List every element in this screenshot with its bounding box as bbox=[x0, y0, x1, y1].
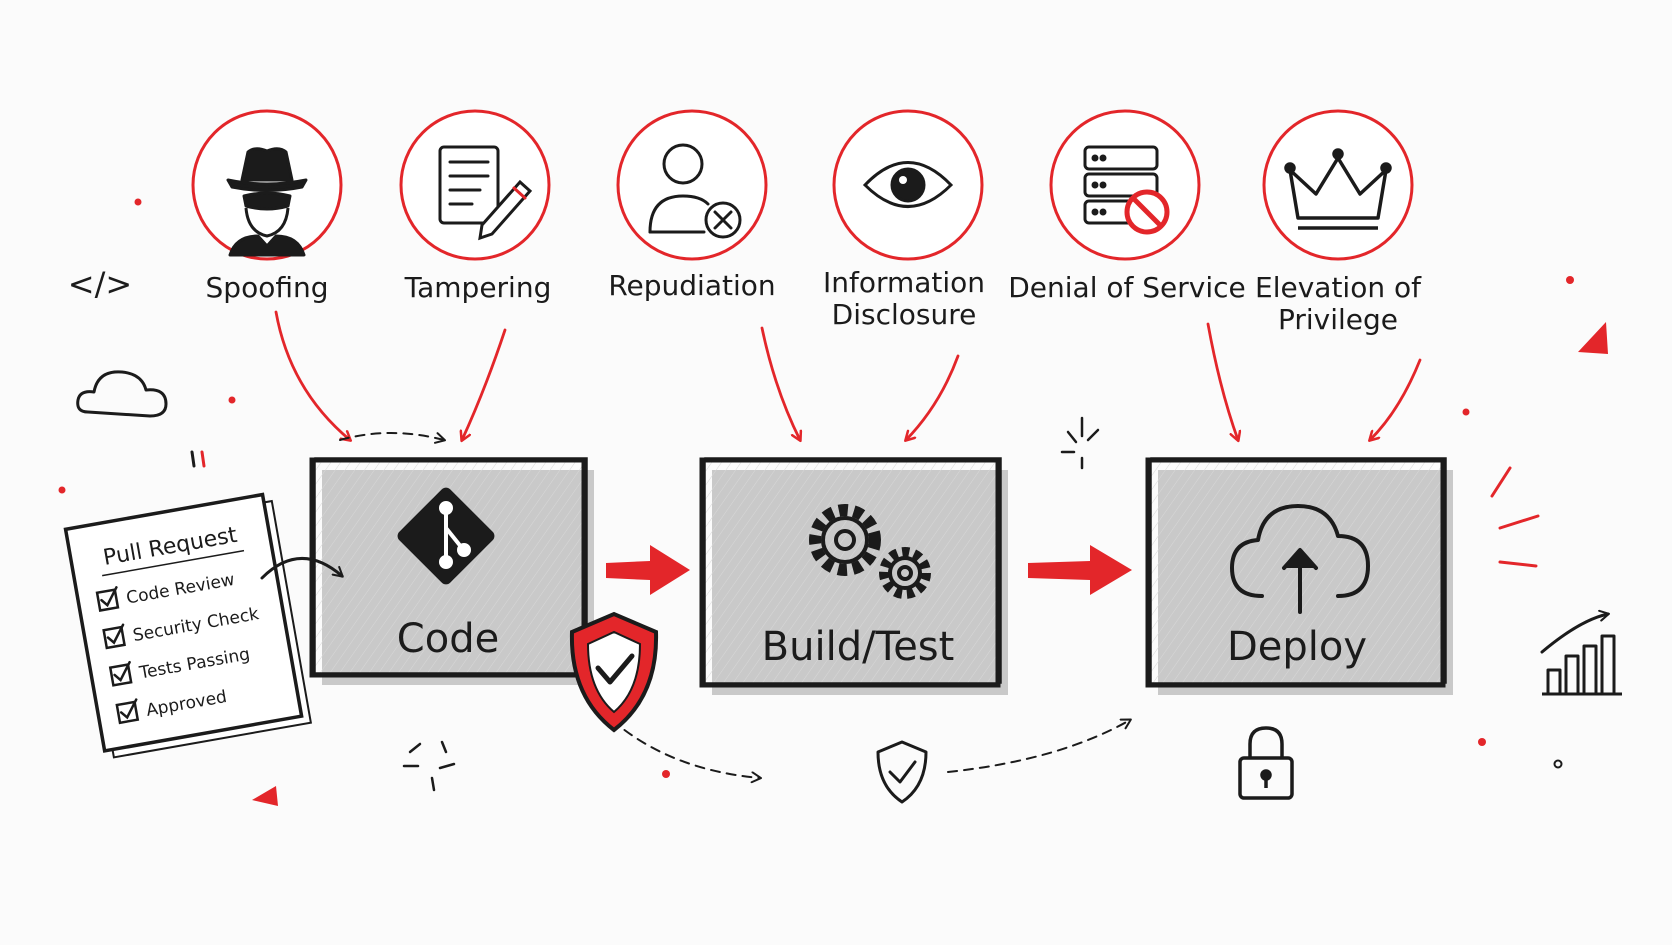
arrow-tampering-to-code bbox=[462, 328, 507, 440]
checkbox-checked-icon bbox=[102, 625, 126, 650]
arrow-dos-to-deploy bbox=[1206, 322, 1238, 440]
stage-code: Code bbox=[309, 457, 594, 685]
threat-elevation-of-privilege bbox=[1262, 109, 1414, 261]
threat-label-repudiation: Repudiation bbox=[608, 269, 775, 302]
threat-label-spoofing: Spoofing bbox=[206, 271, 329, 304]
code-tag-icon: </> bbox=[68, 265, 132, 303]
quote-marks-icon bbox=[190, 450, 206, 468]
checkmark-icon bbox=[100, 586, 118, 608]
checkbox-checked-icon bbox=[95, 588, 120, 612]
checkmark-icon bbox=[106, 623, 125, 645]
dashed-flow bbox=[339, 432, 1132, 784]
sparkle-marks bbox=[402, 416, 1100, 792]
dashed-top-arrow bbox=[339, 432, 446, 444]
dashed-bottom-arrow-2 bbox=[947, 718, 1132, 773]
arrow-code-to-build bbox=[606, 545, 690, 595]
user-denied-icon bbox=[648, 143, 742, 239]
checkmark-icon bbox=[119, 698, 138, 720]
checkbox-checked-icon bbox=[115, 700, 140, 725]
pipeline-arrows bbox=[606, 545, 1132, 595]
checkmark-icon bbox=[113, 660, 131, 682]
cloud-doodle-icon bbox=[76, 370, 168, 418]
threat-repudiation bbox=[616, 109, 768, 261]
threat-label-denial-of-service: Denial of Service bbox=[1008, 271, 1246, 304]
git-icon bbox=[397, 487, 495, 585]
lock-icon bbox=[1238, 726, 1294, 800]
threat-information-disclosure bbox=[832, 109, 984, 261]
checkbox-checked-icon bbox=[108, 663, 133, 687]
arrow-spoofing-to-code bbox=[274, 310, 350, 440]
bar-chart-icon bbox=[1540, 609, 1622, 696]
dashed-bottom-arrow-1 bbox=[611, 719, 762, 784]
threat-label-tampering: Tampering bbox=[404, 271, 552, 304]
threat-denial-of-service bbox=[1049, 109, 1201, 261]
red-burst-marks bbox=[1490, 466, 1540, 568]
threat-arrows bbox=[274, 310, 1422, 440]
arrow-privilege-to-deploy bbox=[1370, 358, 1422, 440]
gears-icon bbox=[809, 504, 931, 599]
pr-to-code-arrow bbox=[260, 557, 344, 580]
spy-icon bbox=[226, 147, 308, 257]
threat-spoofing bbox=[191, 109, 343, 261]
stage-label-code: Code bbox=[397, 616, 499, 662]
red-dots bbox=[58, 198, 1608, 806]
document-edit-icon bbox=[438, 145, 533, 241]
threat-tampering bbox=[399, 109, 551, 261]
stage-label-deploy: Deploy bbox=[1227, 624, 1367, 670]
server-blocked-icon bbox=[1083, 145, 1170, 235]
small-shield-icon bbox=[876, 740, 928, 804]
eye-icon bbox=[862, 161, 954, 208]
arrow-disclosure-to-build bbox=[906, 354, 960, 440]
stage-label-build-test: Build/Test bbox=[762, 624, 955, 670]
stage-deploy: Deploy bbox=[1145, 457, 1453, 695]
small-circle-doodle bbox=[1553, 759, 1563, 769]
arrow-build-to-deploy bbox=[1028, 545, 1132, 595]
stage-build-test: Build/Test bbox=[699, 457, 1008, 695]
cloud-upload-icon bbox=[1230, 504, 1370, 614]
security-shield-icon bbox=[569, 611, 659, 733]
arrow-repudiation-to-build bbox=[760, 326, 800, 440]
crown-icon bbox=[1284, 148, 1392, 230]
